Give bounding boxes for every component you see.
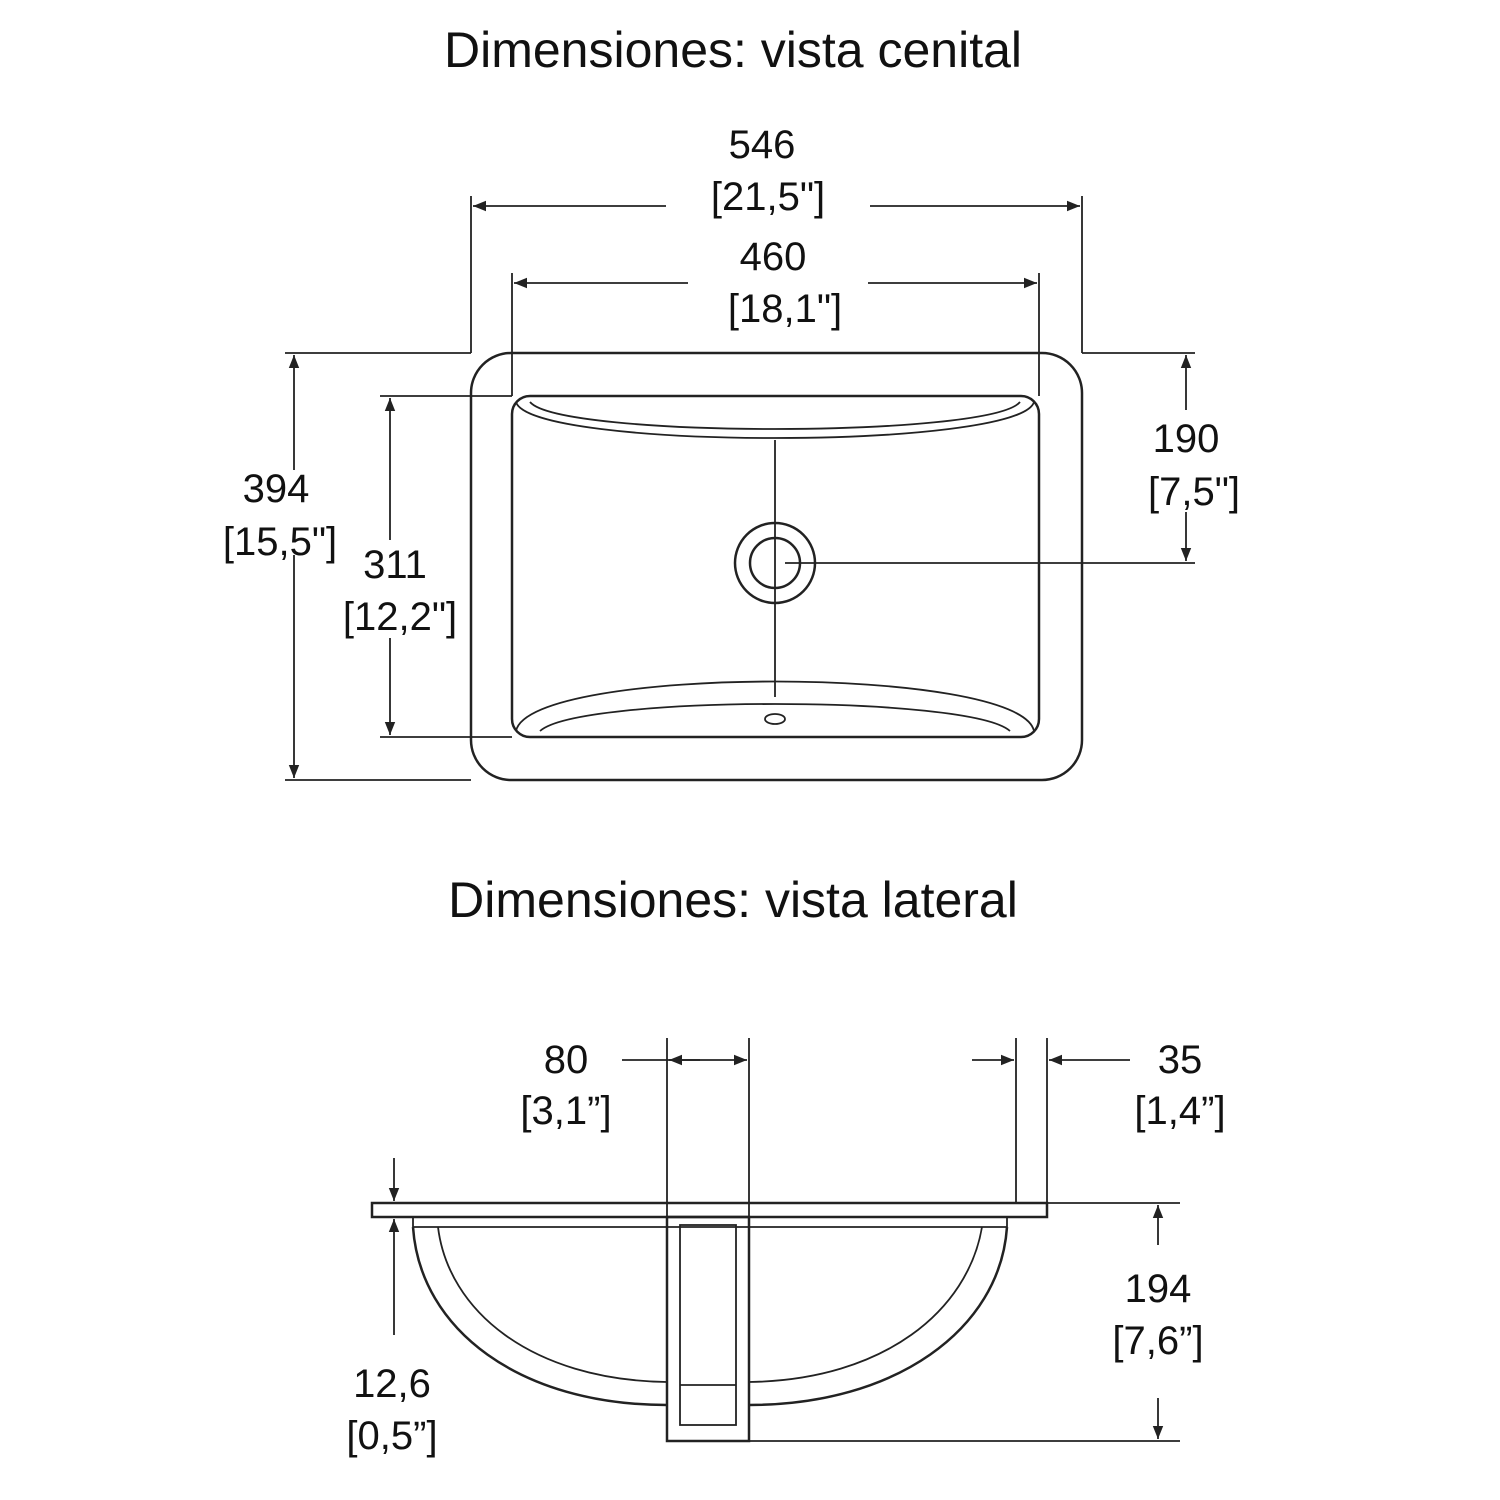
dim-12-6-inch: [0,5”]	[346, 1414, 437, 1458]
dim-394-inch: [15,5"]	[223, 520, 337, 564]
overflow-hole	[764, 713, 786, 725]
dim-394-mm: 394	[243, 467, 310, 511]
dim-460-mm: 460	[740, 235, 807, 279]
bowl-outer	[411, 1226, 668, 1407]
sink-inner-basin	[510, 394, 1041, 739]
dim-80-inch: [3,1”]	[520, 1089, 611, 1133]
bowl-inner	[437, 1226, 668, 1383]
drain-body	[665, 1215, 751, 1443]
dim-12-6-mm: 12,6	[353, 1362, 431, 1406]
basin-lower-curve-inner	[539, 703, 1011, 732]
dim-194-mm: 194	[1125, 1267, 1192, 1311]
dim-546-inch: [21,5"]	[711, 175, 825, 219]
sink-outer-rim	[469, 351, 1084, 782]
top-view-title: Dimensiones: vista cenital	[444, 22, 1022, 78]
dim-546-mm: 546	[729, 123, 796, 167]
dim-80-mm: 80	[544, 1038, 589, 1082]
side-view-title: Dimensiones: vista lateral	[448, 872, 1018, 928]
basin-upper-curve-inner	[529, 401, 1021, 430]
dim-35-inch: [1,4”]	[1134, 1089, 1225, 1133]
dim-311-inch: [12,2"]	[343, 595, 457, 639]
dim-311-mm: 311	[363, 543, 427, 587]
bowl-outer-right	[748, 1226, 1009, 1407]
dim-190-mm: 190	[1153, 417, 1220, 461]
basin-upper-curve	[515, 401, 1035, 439]
top-view: 546 [21,5"] 460 [18,1"] 394 [15,5"] 311 …	[223, 123, 1240, 782]
dim-35-mm: 35	[1158, 1038, 1203, 1082]
side-view: 80 [3,1”] 35 [1,4”] 194 [7,6”] 12,6 [0,5…	[346, 1038, 1226, 1458]
side-rim	[370, 1201, 1049, 1219]
dim-194-inch: [7,6”]	[1112, 1319, 1203, 1363]
dim-190-inch: [7,5"]	[1148, 470, 1240, 514]
dim-460-inch: [18,1"]	[728, 287, 842, 331]
bowl-inner-right	[748, 1226, 983, 1383]
drain-body-inner	[679, 1224, 737, 1426]
